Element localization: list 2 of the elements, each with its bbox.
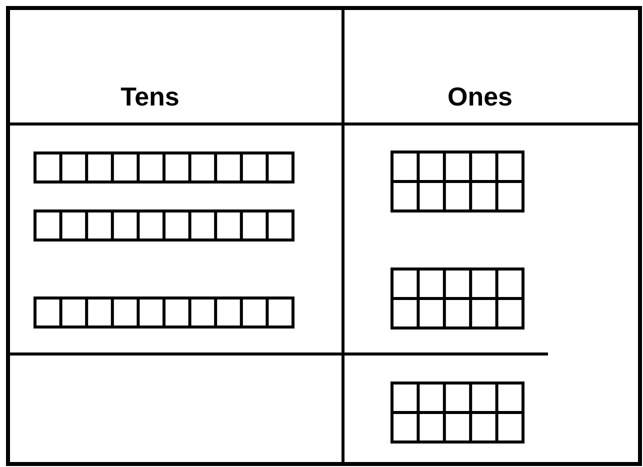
column-header: Ones xyxy=(447,82,513,112)
column-header: Tens xyxy=(120,82,180,112)
